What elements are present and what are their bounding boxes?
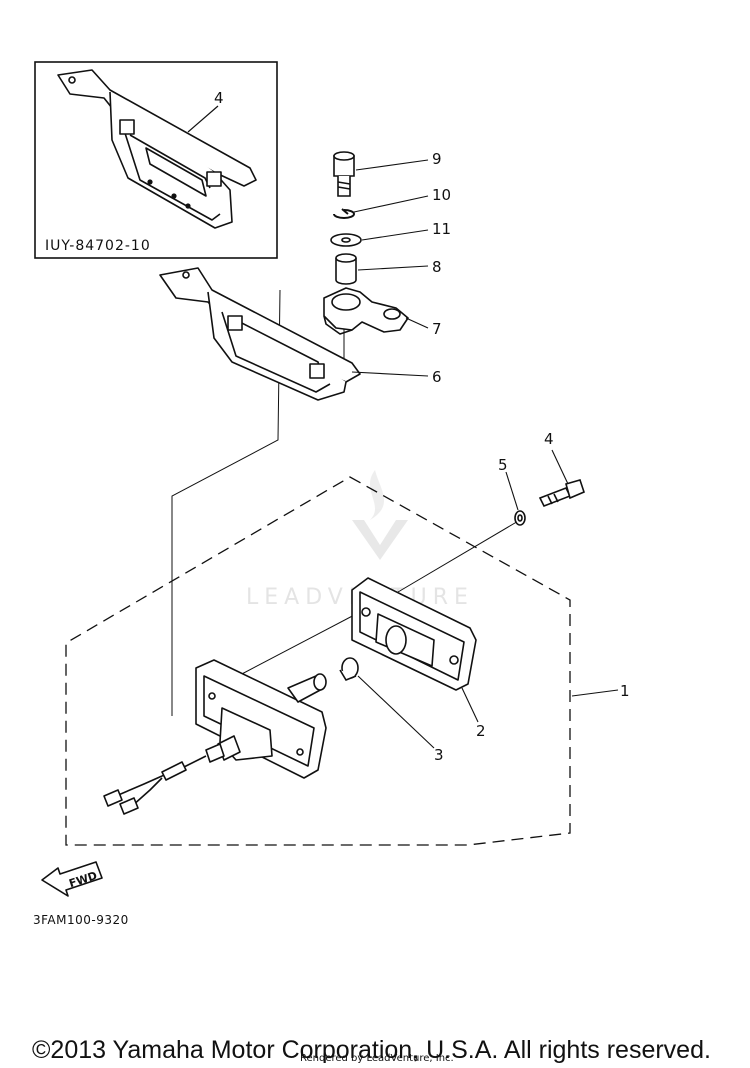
inset-bracket-drawing bbox=[57, 69, 257, 229]
inset-box: 4 IUY-84702-10 bbox=[34, 61, 278, 259]
leader-lines bbox=[351, 159, 619, 749]
inset-callout: 4 bbox=[214, 89, 224, 107]
callout-4: 4 bbox=[544, 430, 554, 448]
callout-11: 11 bbox=[432, 220, 451, 238]
copyright-notice: ©2013 Yamaha Motor Corporation, U.S.A. A… bbox=[32, 1036, 711, 1064]
callout-1: 1 bbox=[620, 682, 630, 700]
callout-10: 10 bbox=[432, 186, 451, 204]
callout-5: 5 bbox=[498, 456, 508, 474]
callout-7: 7 bbox=[432, 320, 442, 338]
washer bbox=[330, 233, 362, 247]
bolt-upper bbox=[333, 151, 355, 197]
inset-part-label: IUY-84702-10 bbox=[45, 238, 151, 254]
callout-9: 9 bbox=[432, 150, 442, 168]
mounting-arm bbox=[323, 287, 409, 335]
lock-washer bbox=[333, 208, 355, 219]
bulb bbox=[339, 657, 359, 681]
diagram-part-code: 3FAM100-9320 bbox=[33, 913, 129, 927]
collar bbox=[335, 253, 357, 285]
callout-6: 6 bbox=[432, 368, 442, 386]
screw bbox=[538, 479, 585, 508]
assembly-boundary bbox=[65, 476, 571, 846]
fwd-arrow: FWD bbox=[41, 861, 103, 897]
callout-2: 2 bbox=[476, 722, 486, 740]
wire-harness bbox=[103, 735, 241, 815]
small-washer bbox=[514, 510, 526, 526]
rendered-by-notice: Rendered by LeadVenture, Inc. bbox=[300, 1053, 454, 1064]
lamp-housing bbox=[195, 659, 327, 779]
callout-8: 8 bbox=[432, 258, 442, 276]
callout-3: 3 bbox=[434, 746, 444, 764]
bracket bbox=[159, 267, 361, 401]
lens-cover bbox=[351, 577, 477, 691]
